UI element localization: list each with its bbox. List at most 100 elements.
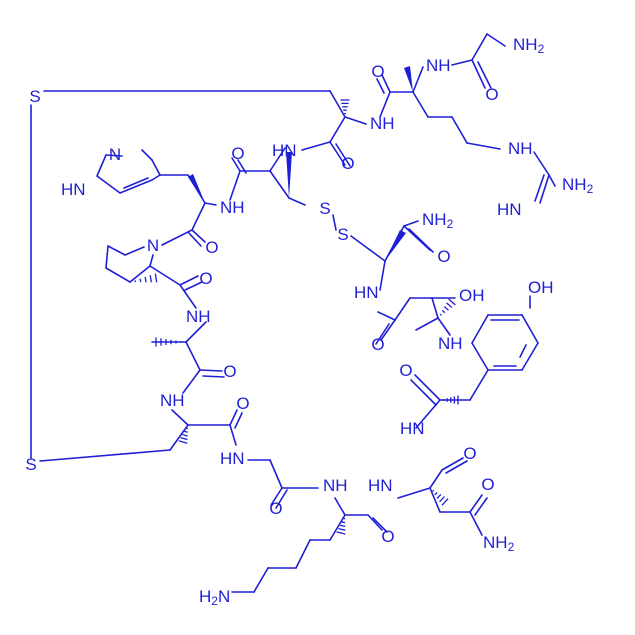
bond-line: [184, 281, 203, 291]
bond-line: [141, 149, 153, 161]
bond-line: [441, 457, 464, 471]
atom-label-o-asn-co: O: [463, 444, 476, 463]
bond-line: [377, 311, 396, 321]
bond-line: [486, 33, 506, 47]
bond-line: [431, 297, 439, 319]
bond-line: [471, 33, 488, 61]
bond-line: [329, 90, 346, 118]
bond-line: [412, 91, 429, 118]
bond-line: [534, 174, 545, 202]
bond-line: [372, 517, 388, 533]
atom-label-oh-tyr: OH: [528, 278, 554, 297]
atom-label-nh-arg-n: NH: [426, 56, 451, 75]
bond-lines: [30, 33, 556, 593]
bond-line: [380, 319, 396, 341]
stereo-hash: [439, 496, 445, 503]
bond-line: [234, 412, 243, 429]
stereo-wedge: [385, 230, 406, 261]
bond-line: [367, 514, 383, 531]
bond-line: [397, 487, 431, 499]
atom-label-hn-asn: HN: [368, 476, 393, 495]
bond-line: [199, 369, 223, 372]
bond-line: [437, 317, 451, 336]
bond-line: [229, 424, 237, 446]
atom-label-hn-imidazole: HN: [61, 180, 86, 199]
stereo-hash: [339, 524, 346, 528]
bond-line: [539, 174, 550, 204]
bond-line: [521, 314, 539, 344]
atom-label-o-tyr-co: O: [399, 361, 412, 380]
bond-line: [191, 202, 206, 231]
bond-line: [379, 260, 386, 291]
atom-label-s-ss-b: S: [337, 225, 348, 244]
bond-line: [105, 245, 109, 269]
stereo-wedge: [404, 66, 413, 92]
atom-label-nh2-asn: NH2: [483, 533, 515, 554]
bond-line: [375, 323, 390, 345]
bond-line: [151, 159, 161, 176]
bond-line: [185, 321, 207, 343]
atom-label-s-ss-a: S: [319, 199, 330, 218]
atom-label-nh2-cys-amide: NH2: [422, 210, 454, 231]
bond-line: [269, 170, 290, 199]
stereo-hash: [434, 491, 438, 496]
atom-label-o-pro-co: O: [199, 269, 212, 288]
atom-label-o-cys-bottom-co: O: [236, 394, 249, 413]
atom-label-o-arg-co: O: [371, 62, 384, 81]
bond-line: [548, 174, 556, 187]
stereo-hash: [154, 273, 158, 283]
stereo-hash: [144, 276, 147, 283]
stereo-hash: [338, 527, 346, 531]
bond-line: [350, 235, 371, 251]
stereo-hash: [446, 302, 453, 309]
bond-line: [179, 275, 199, 286]
atom-label-hn-ser-cys: HN: [354, 283, 379, 302]
atom-label-o-gly2-co: O: [269, 499, 282, 518]
stereo-hash: [443, 306, 449, 311]
stereo-hash: [149, 275, 152, 283]
stereo-wedge: [188, 174, 205, 203]
atom-label-hn-cys-top: HN: [272, 141, 297, 160]
bond-line: [329, 141, 346, 166]
atom-label-n-pro: N: [147, 236, 159, 255]
bond-line: [329, 514, 346, 541]
bond-line: [381, 74, 391, 93]
stereo-hash: [178, 440, 188, 444]
bond-line: [171, 409, 189, 426]
bond-line: [204, 202, 217, 206]
bond-line: [429, 487, 441, 513]
bond-line: [269, 147, 286, 172]
bond-line: [471, 314, 489, 344]
atom-label-hn-tyr: HN: [400, 419, 425, 438]
stereo-hash: [139, 278, 142, 283]
bond-line: [96, 154, 107, 177]
bond-line: [474, 497, 488, 516]
bond-line: [161, 229, 193, 246]
bond-line: [394, 297, 411, 321]
stereo-hash: [336, 531, 346, 535]
bond-line: [335, 143, 351, 167]
bond-line: [376, 78, 385, 94]
stereo-hash: [441, 498, 449, 506]
bond-line: [270, 487, 283, 506]
atom-label-o-cys-top-co: O: [341, 154, 354, 173]
stereo-hash: [436, 493, 442, 499]
atom-label-nh-ala-cys: NH: [160, 391, 185, 410]
bond-line: [202, 375, 225, 378]
atom-label-n-imidazole: N: [109, 145, 121, 164]
bond-line: [119, 179, 153, 194]
bond-line: [295, 539, 311, 569]
atom-label-o-ser-co: O: [371, 335, 384, 354]
bond-line: [123, 177, 149, 189]
bond-line: [96, 175, 121, 194]
atom-label-o-gly-co: O: [485, 85, 498, 104]
bond-line: [408, 228, 434, 253]
bond-line: [275, 489, 288, 509]
bond-line: [185, 341, 201, 371]
stereo-hash: [431, 489, 435, 492]
bond-line: [39, 449, 171, 462]
atom-label-nh-guan-1: NH: [508, 139, 533, 158]
bond-line: [477, 61, 492, 89]
bond-line: [369, 249, 386, 262]
atom-label-o-ala-co: O: [223, 362, 236, 381]
